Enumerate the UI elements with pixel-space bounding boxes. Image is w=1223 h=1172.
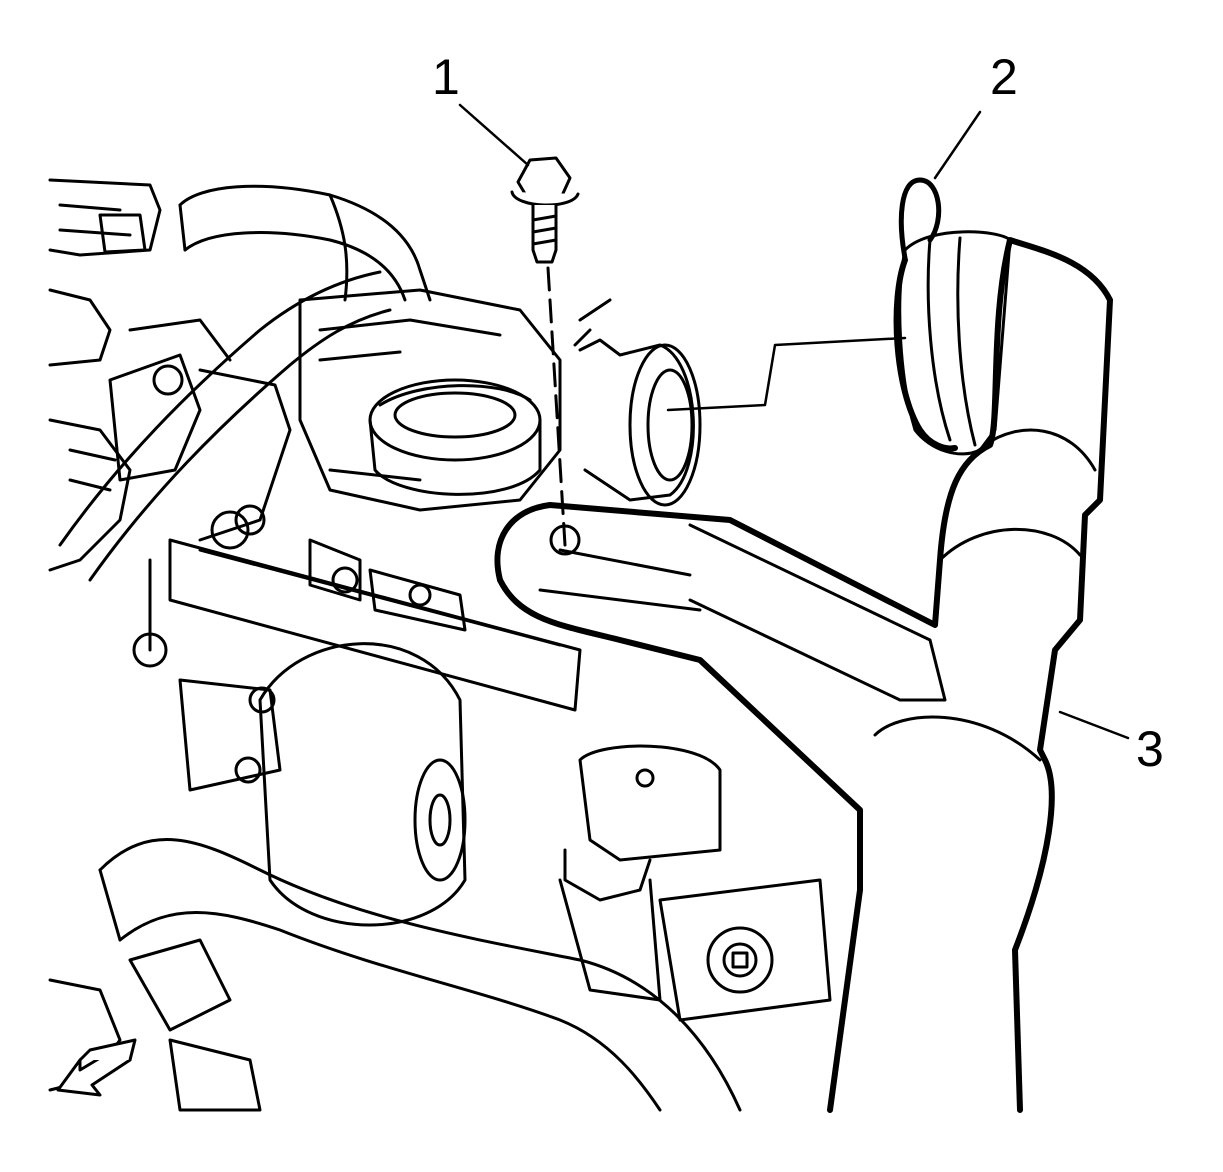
upper-coolant-hose [178, 184, 432, 302]
left-bracket [108, 318, 292, 668]
diagonal-hose [58, 270, 392, 582]
oil-filler-cap [368, 378, 542, 496]
air-inlet-duct [494, 237, 1113, 1113]
leader-lines [458, 103, 1130, 740]
callout-3-label: 3 [1136, 721, 1164, 777]
lower-bracket-bolt [658, 878, 832, 1022]
callout-1-label: 1 [432, 49, 460, 105]
callout-2-label: 2 [990, 49, 1018, 105]
install-path-line [546, 266, 567, 547]
fuel-rail [168, 504, 582, 712]
throttle-body [558, 744, 722, 1002]
duct-end-seal [893, 177, 1012, 456]
lower-left-hose [48, 838, 742, 1112]
left-wiring-harness [48, 178, 162, 572]
front-direction-arrow-icon [56, 1038, 137, 1097]
bolt [510, 156, 580, 264]
intake-outlet [573, 298, 702, 507]
engine-block-center [298, 288, 562, 512]
alternator-pulley [178, 642, 467, 927]
